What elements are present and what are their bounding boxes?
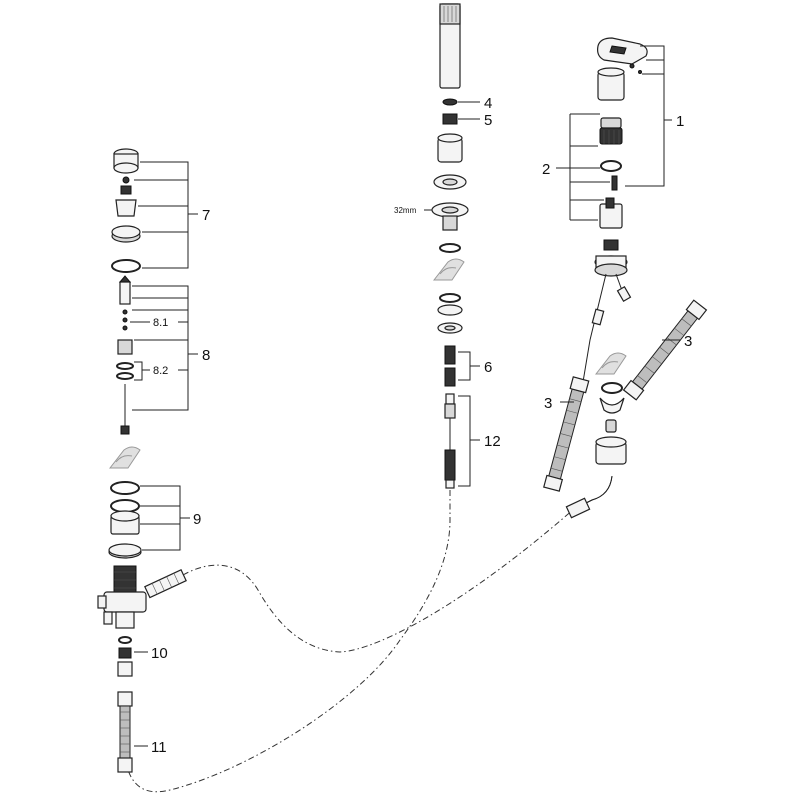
lever-handle-assembly: 1 2 — [542, 37, 684, 229]
callout-11: 11 — [151, 739, 167, 756]
mixer-body-assembly: 3 3 — [543, 239, 708, 519]
callout-10: 10 — [151, 645, 168, 662]
callout-6: 6 — [484, 359, 492, 376]
connection-lines — [127, 490, 576, 793]
callout-7: 7 — [202, 207, 210, 224]
grease-symbol-icon — [594, 352, 627, 375]
callout-3-right: 3 — [684, 333, 692, 350]
hand-shower-assembly: 4 5 32mm 6 — [394, 3, 501, 489]
callout-1: 1 — [676, 113, 684, 130]
grease-symbol-icon — [108, 446, 141, 469]
callout-8-2: 8.2 — [153, 365, 168, 377]
callout-8-1: 8.1 — [153, 317, 168, 329]
callout-9: 9 — [193, 511, 201, 528]
diverter-assembly: 7 8.1 8.2 8 — [111, 148, 210, 435]
diverter-body-assembly: 9 10 11 — [97, 481, 201, 773]
callout-8: 8 — [202, 347, 210, 364]
callout-3-left: 3 — [544, 395, 552, 412]
callout-4: 4 — [484, 95, 492, 112]
dimension-32mm: 32mm — [394, 206, 417, 215]
callout-5: 5 — [484, 112, 492, 129]
callout-12: 12 — [484, 433, 501, 450]
grease-symbol-icon — [432, 258, 465, 281]
callout-2: 2 — [542, 161, 550, 178]
